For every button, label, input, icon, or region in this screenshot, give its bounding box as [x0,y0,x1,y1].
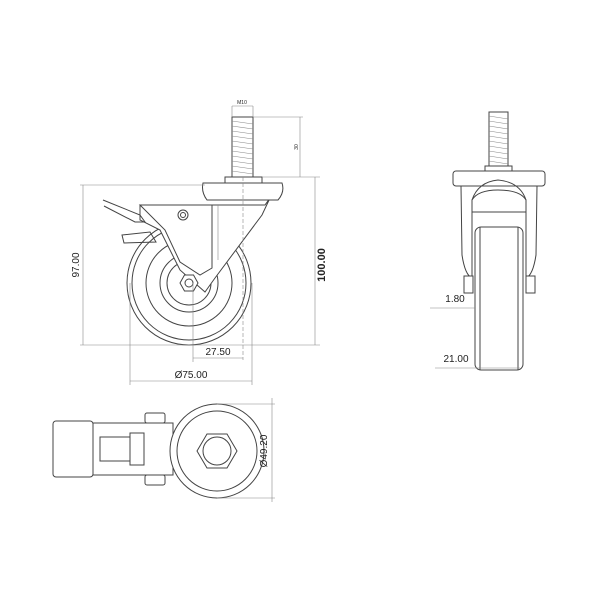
threaded-stem [231,116,254,178]
fork-front [460,179,538,279]
clearance-dimension: 1.80 [445,294,465,305]
side-view: M10 30 97.0 [71,100,328,385]
front-view: 1.80 21.00 [430,111,546,371]
threaded-stem-front [488,111,509,169]
bottom-view: Ø49.20 [52,398,275,502]
axle-nut [179,274,199,292]
wheel-front [474,226,524,371]
height-brake-dimension: 97.00 [71,252,82,277]
thread-length-label: 30 [294,144,300,150]
axle-nut-left [463,275,474,294]
nut-bottom [144,474,166,486]
wheel-width-dimension: 21.00 [443,354,468,365]
axle-nut-right [525,275,536,294]
height-total-dimension: 100.00 [316,248,328,282]
swivel-fork [138,197,271,293]
offset-dimension: 27.50 [205,347,230,358]
pivot-bolt [177,209,189,221]
top-plate [202,176,284,201]
brake-lever [102,199,157,244]
brake-pad [52,420,94,478]
nut-top [144,412,166,424]
hex-nut [196,433,238,469]
wheel-diameter-dimension: Ø75.00 [175,370,208,381]
thread-size-label: M10 [237,100,247,106]
plate-diameter-dimension: Ø49.20 [259,434,270,467]
